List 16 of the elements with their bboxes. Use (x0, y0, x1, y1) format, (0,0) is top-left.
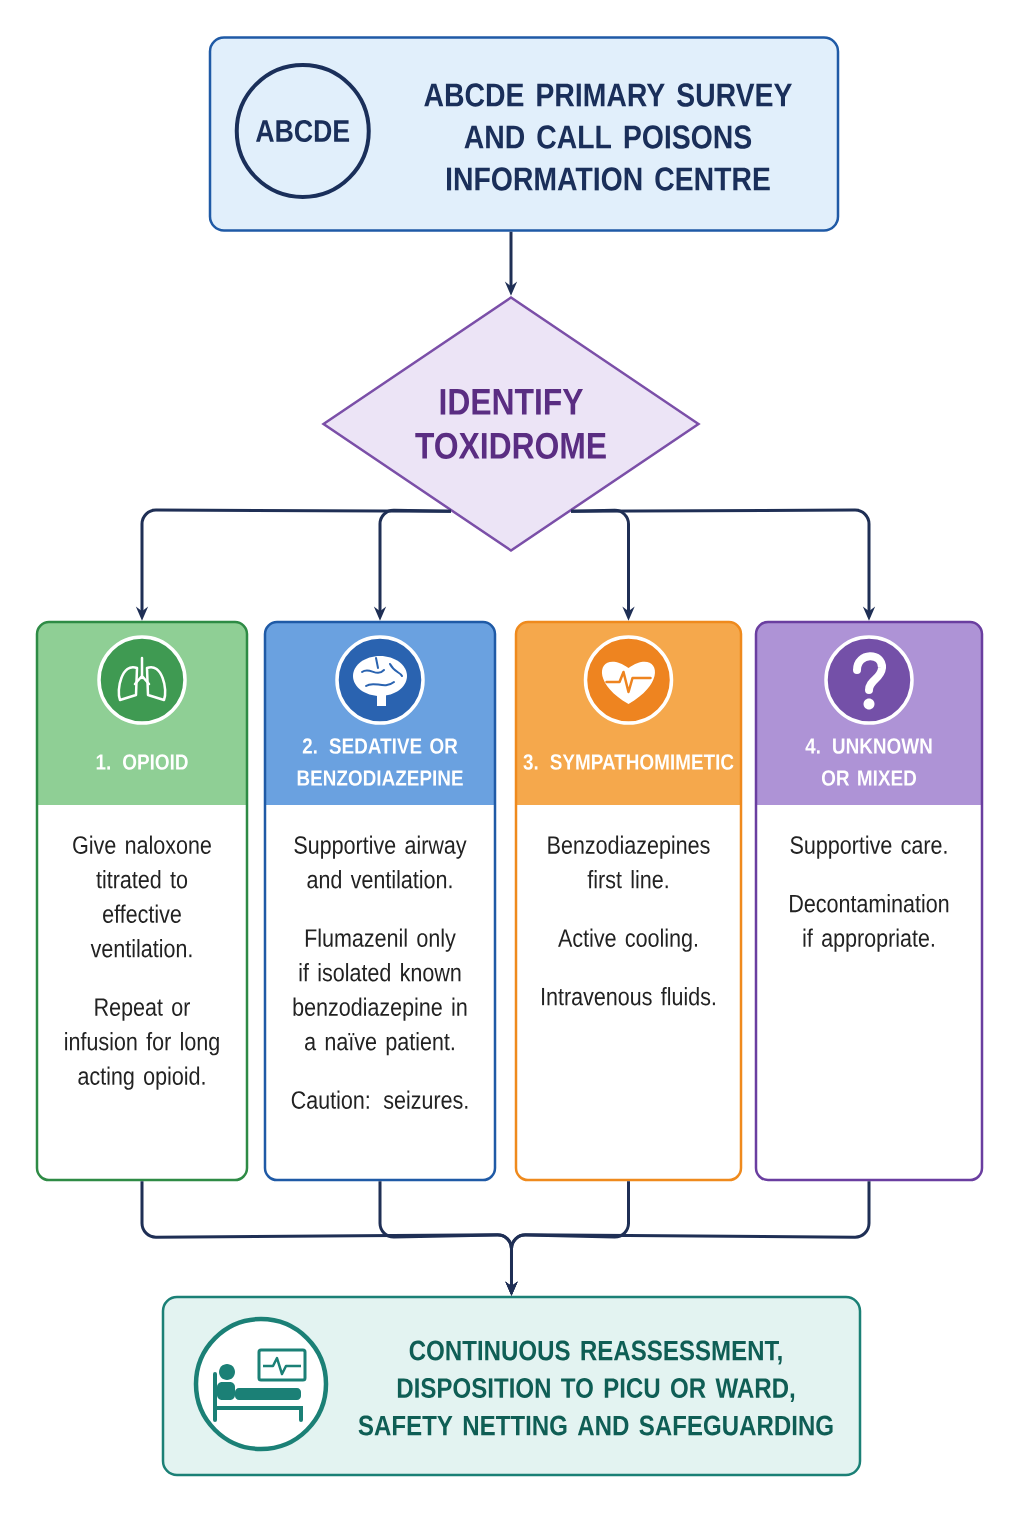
card-text: Flumazenil only if isolated known benzodiazepine in a naïve patient. (293, 928, 467, 1056)
card-text: Benzodiazepines first line. (548, 835, 710, 889)
card-text: Active cooling. (558, 928, 697, 952)
card-heading: 4. UNKNOWN OR MIXED (805, 738, 932, 786)
card-text: Repeat or infusion for long acting opioid. (65, 998, 219, 1090)
card-text: Caution: seizures. (291, 1090, 468, 1109)
card-text: Give naloxone titrated to effective ventilation. (73, 835, 211, 958)
card-heading: 1. OPIOID (96, 754, 188, 770)
card-text: Intravenous fluids. (542, 987, 715, 1006)
card-heading: 3. SYMPATHOMIMETIC (523, 754, 734, 770)
card-heading: 2. SEDATIVE OR BENZODIAZEPINE (297, 738, 463, 786)
card-text: Supportive care. (790, 835, 947, 859)
card-text: Supportive airway and ventilation. (294, 835, 467, 889)
outcome-text: CONTINUOUS REASSESSMENT, DISPOSITION TO PICU OR WARD, SAFETY NETTING AND SAFEGUARDING (358, 1340, 833, 1436)
header-text: ABCDE PRIMARY SURVEY AND CALL POISONS INFORMATION CENTRE (424, 83, 792, 191)
card-text: Decontamination if appropriate. (790, 894, 949, 952)
